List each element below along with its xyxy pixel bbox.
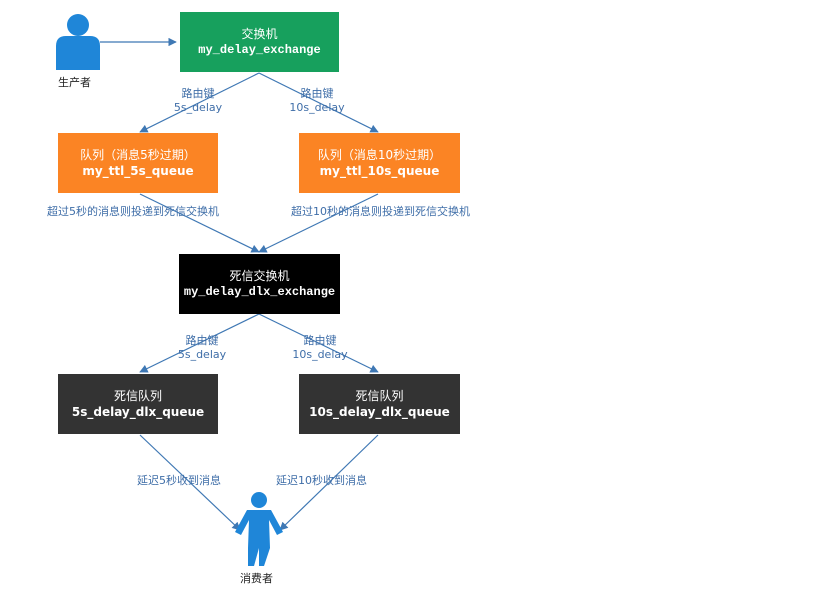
dlx-queue-10s-box[interactable]: 死信队列 10s_delay_dlx_queue — [299, 374, 460, 434]
producer-label: 生产者 — [58, 76, 91, 89]
exchange-name: my_delay_exchange — [198, 43, 321, 57]
expire-label-10s: 超过10秒的消息则投递到死信交换机 — [291, 205, 470, 218]
queue-5s-title: 队列（消息5秒过期） — [80, 148, 196, 162]
routing-label-5s-line1: 路由键 — [181, 87, 215, 100]
consumer-label: 消费者 — [240, 572, 273, 585]
dlx-exchange-name: my_delay_dlx_exchange — [183, 285, 336, 299]
routing-label-5s-line2: 5s_delay — [173, 101, 223, 114]
producer-person-icon — [56, 14, 100, 70]
queue-10s-name: my_ttl_10s_queue — [319, 164, 440, 178]
dlx-routing-label-10s-line2: 10s_delay — [292, 348, 348, 361]
expire-label-5s: 超过5秒的消息则投递到死信交换机 — [47, 205, 219, 218]
routing-label-10s-line2: 10s_delay — [289, 101, 345, 114]
dlx-queue-5s-name: 5s_delay_dlx_queue — [71, 405, 205, 419]
dlx-routing-label-5s: 路由键 5s_delay — [172, 334, 232, 362]
arrow-exchange-to-queue-10s — [258, 72, 379, 133]
routing-label-10s-line1: 路由键 — [300, 87, 334, 100]
queue-5s-box[interactable]: 队列（消息5秒过期） my_ttl_5s_queue — [58, 133, 218, 193]
dlx-queue-5s-box[interactable]: 死信队列 5s_delay_dlx_queue — [58, 374, 218, 434]
queue-10s-title: 队列（消息10秒过期） — [317, 148, 442, 162]
dlx-routing-label-5s-line1: 路由键 — [185, 334, 219, 347]
dlx-queue-5s-title: 死信队列 — [113, 389, 162, 403]
consumer-person-icon — [235, 492, 283, 566]
arrow-dlx-to-dlx-queue-10s — [258, 313, 379, 373]
receive-label-5s: 延迟5秒收到消息 — [137, 474, 221, 487]
arrow-dlx-queue-10s-to-consumer — [279, 434, 379, 531]
exchange-title: 交换机 — [241, 27, 278, 41]
dlx-exchange-title: 死信交换机 — [229, 269, 290, 283]
exchange-box[interactable]: 交换机 my_delay_exchange — [180, 12, 339, 72]
dlx-queue-10s-title: 死信队列 — [355, 389, 404, 403]
dlx-routing-label-5s-line2: 5s_delay — [177, 348, 227, 361]
routing-label-10s: 路由键 10s_delay — [286, 87, 348, 115]
receive-label-10s: 延迟10秒收到消息 — [276, 474, 367, 487]
arrow-queue-10s-to-dlx — [258, 193, 379, 253]
dlx-queue-10s-name: 10s_delay_dlx_queue — [309, 405, 450, 419]
routing-label-5s: 路由键 5s_delay — [168, 87, 228, 115]
arrow-exchange-to-queue-5s — [139, 72, 260, 133]
dlx-routing-label-10s-line1: 路由键 — [303, 334, 337, 347]
arrow-queue-5s-to-dlx — [139, 193, 260, 253]
arrow-dlx-queue-5s-to-consumer — [139, 434, 241, 531]
dlx-exchange-box[interactable]: 死信交换机 my_delay_dlx_exchange — [179, 254, 340, 314]
queue-10s-box[interactable]: 队列（消息10秒过期） my_ttl_10s_queue — [299, 133, 460, 193]
arrow-dlx-to-dlx-queue-5s — [139, 313, 260, 373]
dlx-routing-label-10s: 路由键 10s_delay — [289, 334, 351, 362]
queue-5s-name: my_ttl_5s_queue — [82, 164, 194, 178]
